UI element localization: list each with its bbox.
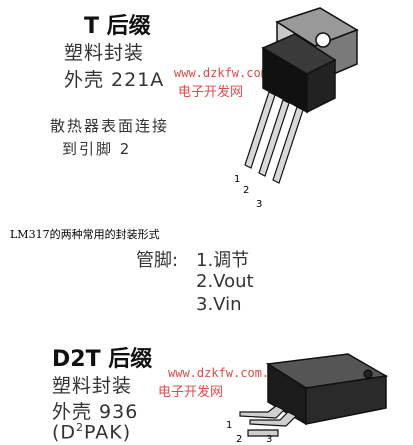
pinout-item-3: 3.Vin bbox=[196, 294, 242, 315]
bottom-pin-2: 2 bbox=[236, 434, 242, 445]
d2pak-package-drawing: 1 2 3 bbox=[226, 353, 389, 445]
watermark-site-bottom: 电子开发网 bbox=[158, 385, 224, 400]
bottom-case: 外壳 936 bbox=[52, 401, 139, 423]
pinout-item-2: 2.Vout bbox=[196, 271, 254, 292]
bottom-series-label: D2T 后缀 bbox=[52, 347, 153, 372]
top-pin-1: 1 bbox=[234, 174, 240, 185]
bottom-package-sup: 2 bbox=[76, 421, 85, 434]
bottom-pin-3: 3 bbox=[266, 434, 272, 445]
top-pin-3: 3 bbox=[256, 199, 262, 210]
top-series-label: T 后缀 bbox=[84, 14, 151, 39]
bottom-package: (D2PAK) bbox=[52, 421, 131, 443]
top-note-line2: 到引脚 2 bbox=[62, 140, 132, 158]
to220-package-drawing: 1 2 3 bbox=[234, 7, 359, 210]
watermark-url-top: www.dzkfw.com.cn bbox=[174, 66, 290, 80]
bottom-package-prefix: (D bbox=[52, 421, 77, 444]
caption: LM317的两种常用的封装形式 bbox=[10, 228, 160, 241]
top-case: 外壳 221A bbox=[64, 69, 165, 91]
watermark-site-top: 电子开发网 bbox=[178, 85, 244, 100]
top-material: 塑料封装 bbox=[64, 42, 145, 64]
bottom-package-suffix: PAK) bbox=[84, 421, 132, 444]
top-pin-2: 2 bbox=[243, 185, 249, 196]
pinout-item-1: 1.调节 bbox=[196, 250, 250, 271]
pinout-label: 管脚: bbox=[136, 250, 179, 271]
bottom-pin-1: 1 bbox=[226, 420, 232, 431]
top-note-line1: 散热器表面连接 bbox=[50, 117, 170, 135]
bottom-material: 塑料封装 bbox=[52, 375, 133, 397]
watermark-url-bottom: www.dzkfw.com.cn bbox=[168, 366, 284, 380]
